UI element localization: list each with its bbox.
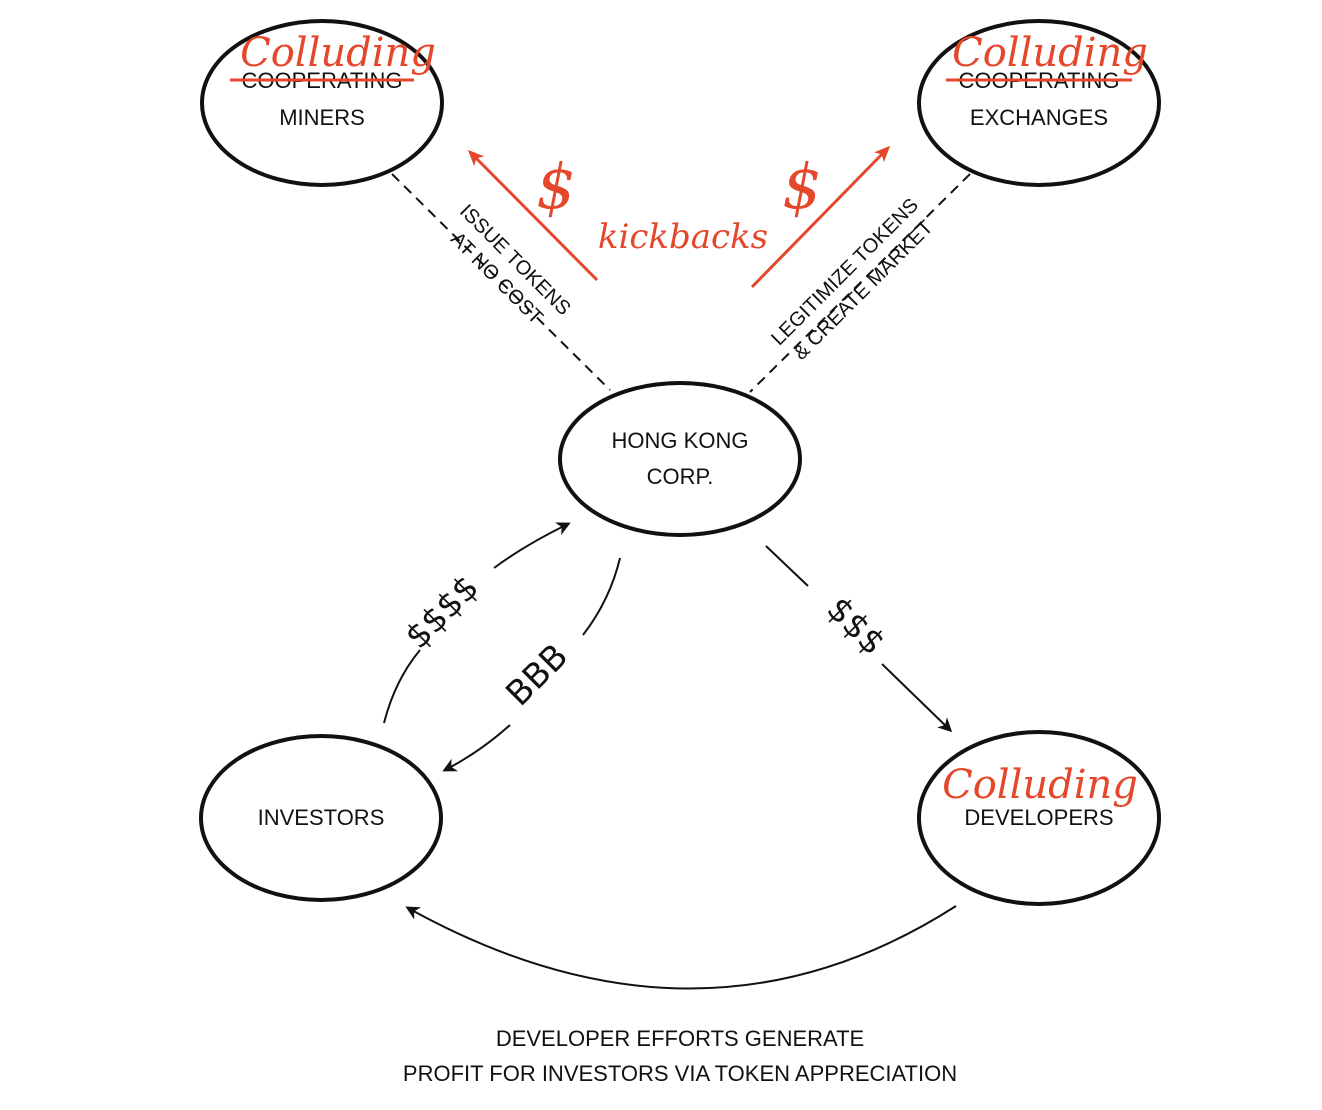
corp-to-developers-arrow	[881, 663, 953, 733]
kickback-arrow-left	[467, 149, 599, 282]
node-investors: INVESTORS	[199, 734, 443, 902]
kickback-dollar-left: $	[536, 150, 575, 223]
caption-line1: DEVELOPER EFFORTS GENERATE	[496, 1026, 864, 1051]
caption-line2: PROFIT FOR INVESTORS VIA TOKEN APPRECIAT…	[403, 1061, 957, 1086]
developers-ellipse	[917, 730, 1161, 906]
hk-corp-line2: CORP.	[647, 464, 714, 489]
exchanges-ellipse	[917, 19, 1161, 187]
corp-to-developers-line-upper	[765, 545, 809, 587]
investors-to-corp-curve-lower	[383, 649, 421, 724]
exchanges-label: EXCHANGES	[970, 105, 1108, 130]
developers-to-investors-arrow	[405, 905, 957, 990]
node-hong-kong-corp: HONG KONG CORP.	[558, 381, 802, 537]
kickback-dollar-right: $	[782, 150, 821, 223]
investors-to-corp-label: $$$$	[397, 567, 486, 656]
investors-label: INVESTORS	[258, 805, 385, 830]
hk-corp-line1: HONG KONG	[612, 428, 749, 453]
node-miners: COOPERATING MINERS Colluding	[200, 19, 444, 187]
miners-dashed-connector	[391, 173, 611, 391]
hk-corp-ellipse	[558, 381, 802, 537]
miners-ellipse	[200, 19, 444, 187]
kickback-arrow-right	[750, 145, 891, 289]
node-exchanges: COOPERATING EXCHANGES Colluding	[917, 19, 1161, 187]
investors-ellipse	[199, 734, 443, 902]
developers-label: DEVELOPERS	[964, 805, 1113, 830]
corp-to-investors-curve-upper	[582, 557, 621, 636]
corp-to-investors-label: BBB	[498, 636, 576, 714]
exchanges-dashed-connector	[749, 173, 971, 393]
miners-annotation: Colluding	[240, 30, 436, 76]
node-developers: DEVELOPERS Colluding	[917, 730, 1161, 906]
developers-annotation: Colluding	[942, 762, 1138, 808]
corp-to-developers-label: $$$	[819, 589, 893, 663]
exchanges-annotation: Colluding	[952, 30, 1148, 76]
kickbacks-label: kickbacks	[598, 217, 768, 257]
miners-label: MINERS	[279, 105, 365, 130]
investors-to-corp-arrow	[493, 522, 571, 569]
corp-to-investors-arrow	[442, 724, 511, 772]
